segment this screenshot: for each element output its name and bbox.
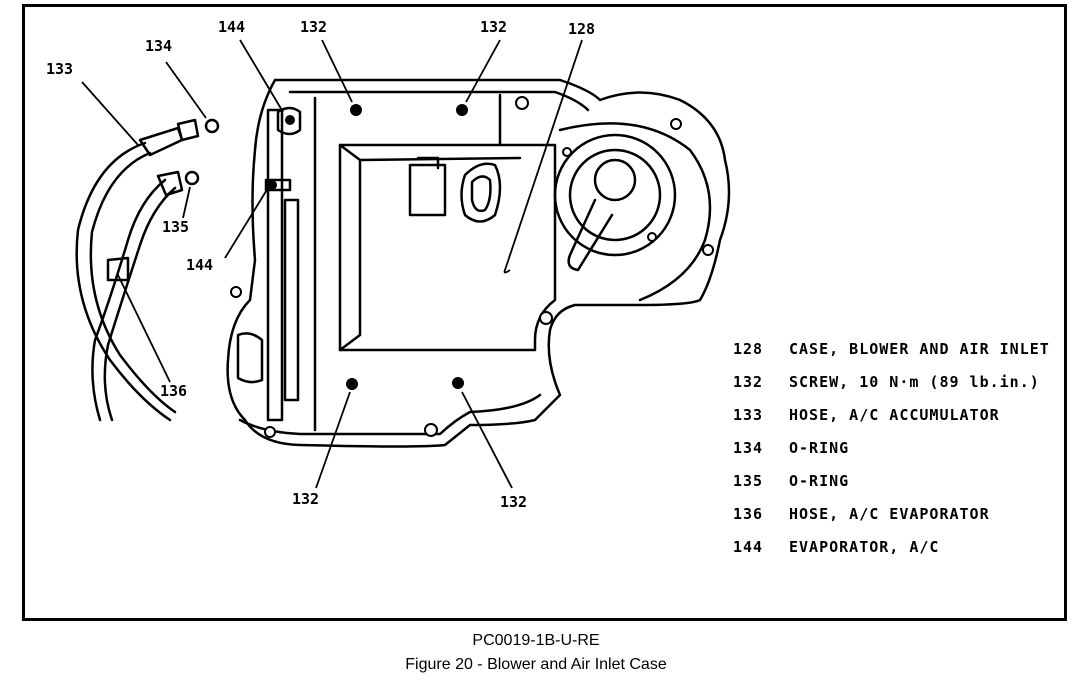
case-outline — [226, 78, 731, 448]
blower-housing — [553, 133, 677, 257]
parts-legend: 128 CASE, BLOWER AND AIR INLET 132 SCREW… — [733, 340, 1063, 571]
legend-row: 136 HOSE, A/C EVAPORATOR — [733, 505, 1063, 524]
o-ring-134 — [204, 118, 220, 134]
fitting-block — [408, 163, 447, 217]
legend-description: O-RING — [789, 439, 850, 457]
hose-accumulator — [75, 141, 172, 422]
callout-134: 134 — [145, 37, 172, 55]
inner-opening — [338, 143, 557, 352]
legend-description: CASE, BLOWER AND AIR INLET — [789, 340, 1050, 358]
legend-description: EVAPORATOR, A/C — [789, 538, 940, 556]
legend-description: SCREW, 10 N·m (89 lb.in.) — [789, 373, 1040, 391]
callout-135: 135 — [162, 218, 189, 236]
legend-number: 144 — [733, 538, 764, 556]
legend-number: 135 — [733, 472, 764, 490]
callout-132-bottom-right: 132 — [500, 493, 527, 511]
callout-136: 136 — [160, 382, 187, 400]
figure-frame — [22, 4, 1067, 621]
screw-132-top-right — [456, 104, 468, 116]
legend-number: 134 — [733, 439, 764, 457]
callout-128: 128 — [568, 20, 595, 38]
callout-144-top: 144 — [218, 18, 245, 36]
legend-number: 132 — [733, 373, 764, 391]
legend-row: 133 HOSE, A/C ACCUMULATOR — [733, 406, 1063, 425]
screw-132-bottom-right — [452, 377, 464, 389]
legend-row: 144 EVAPORATOR, A/C — [733, 538, 1063, 557]
callout-132-top-left: 132 — [300, 18, 327, 36]
legend-row: 128 CASE, BLOWER AND AIR INLET — [733, 340, 1063, 359]
legend-description: O-RING — [789, 472, 850, 490]
callout-144-mid: 144 — [186, 256, 213, 274]
legend-number: 136 — [733, 505, 764, 523]
legend-row: 135 O-RING — [733, 472, 1063, 491]
callout-132-top-right: 132 — [480, 18, 507, 36]
legend-row: 132 SCREW, 10 N·m (89 lb.in.) — [733, 373, 1063, 392]
screw-132-top-left — [350, 104, 362, 116]
legend-number: 128 — [733, 340, 764, 358]
figure-caption: Figure 20 - Blower and Air Inlet Case — [405, 656, 667, 673]
callout-133: 133 — [46, 60, 73, 78]
legend-description: HOSE, A/C ACCUMULATOR — [789, 406, 1000, 424]
o-ring-135 — [184, 170, 200, 186]
figure-code: PC0019-1B-U-RE — [472, 632, 600, 649]
legend-row: 134 O-RING — [733, 439, 1063, 458]
legend-description: HOSE, A/C EVAPORATOR — [789, 505, 990, 523]
legend-number: 133 — [733, 406, 764, 424]
screw-132-bottom-left — [346, 378, 358, 390]
evaporator-plate — [266, 108, 284, 422]
callout-132-bottom-left: 132 — [292, 490, 319, 508]
hose-evaporator — [91, 178, 167, 422]
